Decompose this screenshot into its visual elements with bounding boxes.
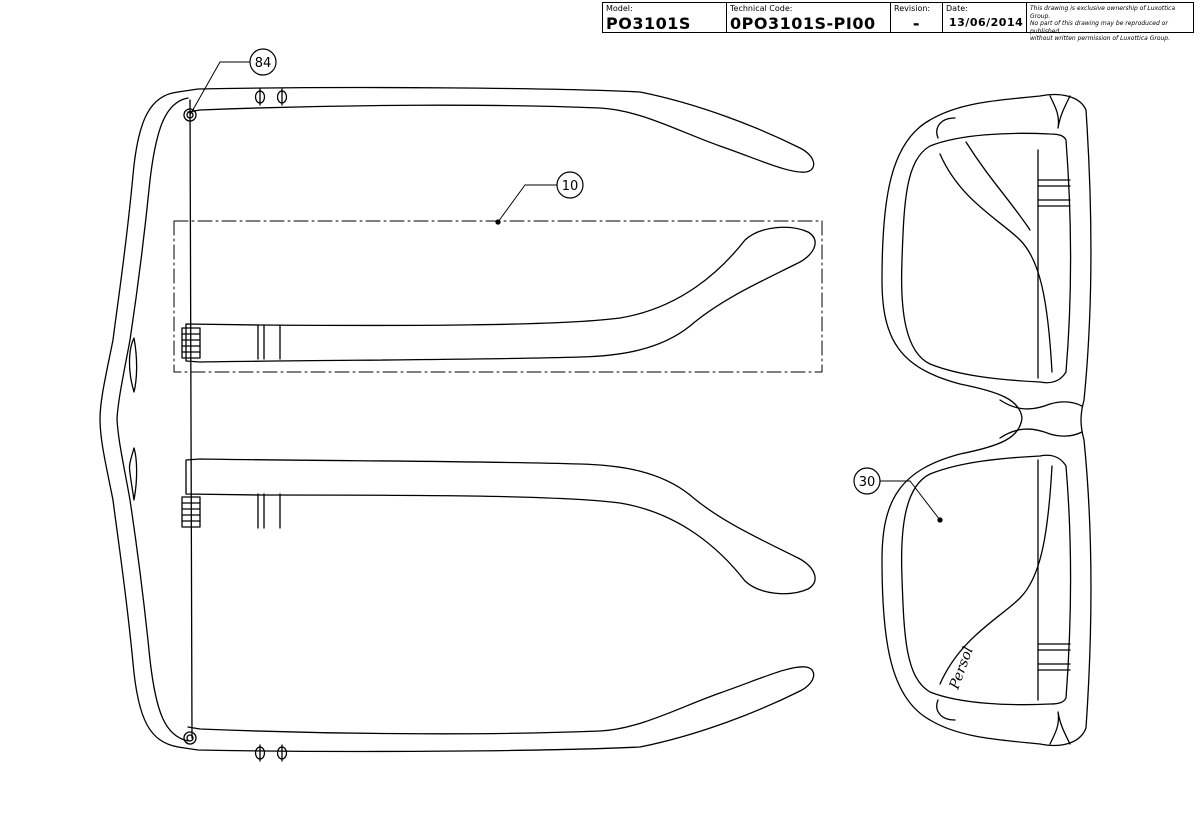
callout-30-label: 30	[859, 475, 876, 490]
temple-detail	[181, 226, 816, 363]
temple-top-lower	[177, 666, 815, 762]
callout-84-label: 84	[255, 56, 272, 71]
revision-label: Revision:	[894, 4, 931, 13]
lens-logo: Persol	[946, 645, 976, 693]
date-label: Date:	[946, 4, 968, 13]
callout-84: 84	[189, 48, 277, 116]
temple-side-lower	[181, 458, 816, 595]
date-cell: Date: 13/06/2014	[943, 3, 1027, 32]
front-frame-top-view	[99, 91, 193, 748]
revision-value: -	[912, 14, 921, 33]
revision-cell: Revision: -	[891, 3, 943, 33]
model-cell: Model: PO3101S	[603, 3, 727, 33]
callout-10-label: 10	[562, 179, 579, 194]
date-value: 13/06/2014	[949, 16, 1024, 29]
front-view	[881, 93, 1092, 747]
notice-line: without written permission of Luxottica …	[1030, 35, 1171, 42]
technical-code-value: 0PO3101S-PI00	[730, 14, 876, 33]
callout-30: 30	[853, 467, 943, 523]
model-value: PO3101S	[606, 14, 691, 33]
notice-line: No part of this drawing may be reproduce…	[1030, 20, 1168, 35]
ownership-notice: This drawing is exclusive ownership of L…	[1027, 3, 1193, 42]
temple-detail-frame	[173, 220, 823, 373]
title-block: Model: PO3101S Technical Code: 0PO3101S-…	[602, 2, 1194, 42]
temple-top-upper	[177, 86, 815, 173]
callout-10: 10	[495, 171, 584, 225]
notice-line: This drawing is exclusive ownership of L…	[1030, 5, 1176, 20]
model-label: Model:	[606, 4, 633, 13]
technical-code-cell: Technical Code: 0PO3101S-PI00	[727, 3, 891, 33]
technical-code-label: Technical Code:	[730, 4, 793, 13]
